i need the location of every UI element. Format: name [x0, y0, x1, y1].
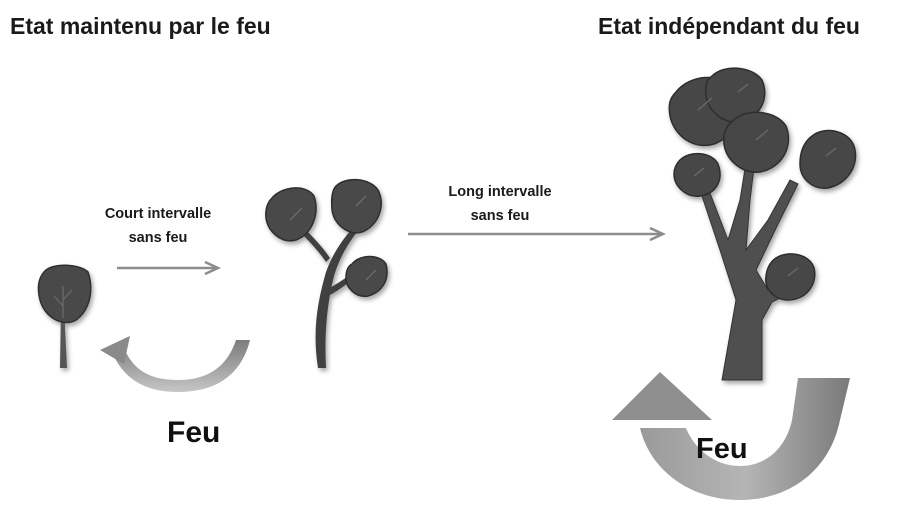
- short-interval-arrow: [117, 260, 221, 276]
- mature-tree-icon: [668, 67, 857, 381]
- sapling-icon: [37, 264, 92, 368]
- fire-label-left: Feu: [167, 416, 221, 449]
- feu-label-backdrop: [148, 404, 250, 456]
- young-tree-icon: [265, 178, 388, 368]
- short-interval-label: Court intervalle sans feu: [88, 202, 228, 250]
- long-interval-arrow: [408, 226, 666, 242]
- long-interval-label-line2: sans feu: [470, 208, 530, 224]
- fire-cycle-arrow-right: [612, 372, 850, 500]
- short-interval-label-line2: sans feu: [128, 230, 188, 246]
- long-interval-label: Long intervalle sans feu: [430, 180, 570, 228]
- short-interval-label-line1: Court intervalle: [104, 206, 212, 222]
- fire-cycle-arrow-left: [100, 336, 250, 392]
- fire-independent-state-title: Etat indépendant du feu: [598, 13, 860, 39]
- fire-maintained-state-title: Etat maintenu par le feu: [10, 13, 271, 39]
- fire-label-right: Feu: [696, 433, 748, 465]
- long-interval-label-line1: Long intervalle: [448, 184, 552, 200]
